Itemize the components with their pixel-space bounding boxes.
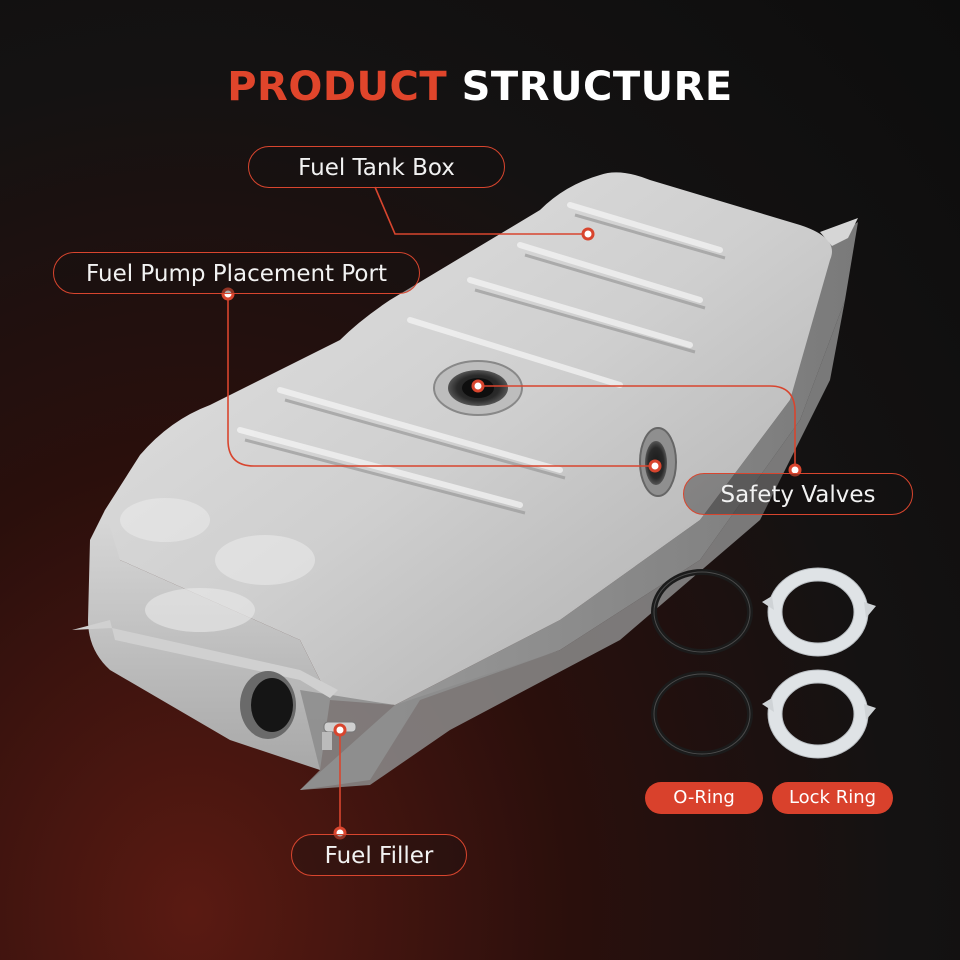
lock-ring-icons (762, 567, 876, 759)
title-accent: PRODUCT (227, 64, 448, 110)
callout-fuel-tank-box: Fuel Tank Box (248, 146, 505, 188)
callout-safety-valves: Safety Valves (683, 473, 913, 515)
o-ring-icons (651, 569, 753, 757)
callout-dots (221, 227, 802, 840)
tag-lock-ring: Lock Ring (772, 782, 893, 814)
callout-fuel-pump-port: Fuel Pump Placement Port (53, 252, 420, 294)
tank-flange (72, 620, 338, 698)
tank-ribs (237, 202, 723, 508)
tag-o-ring: O-Ring (645, 782, 763, 814)
lock-ring-icon (762, 669, 876, 759)
tank-lower-band (300, 300, 845, 790)
callout-lines (227, 186, 796, 833)
callout-fuel-filler: Fuel Filler (291, 834, 467, 876)
title-rest: STRUCTURE (461, 64, 733, 110)
front-opening (240, 671, 296, 739)
lock-ring-icon (762, 567, 876, 657)
page-title: PRODUCT STRUCTURE (0, 64, 960, 110)
